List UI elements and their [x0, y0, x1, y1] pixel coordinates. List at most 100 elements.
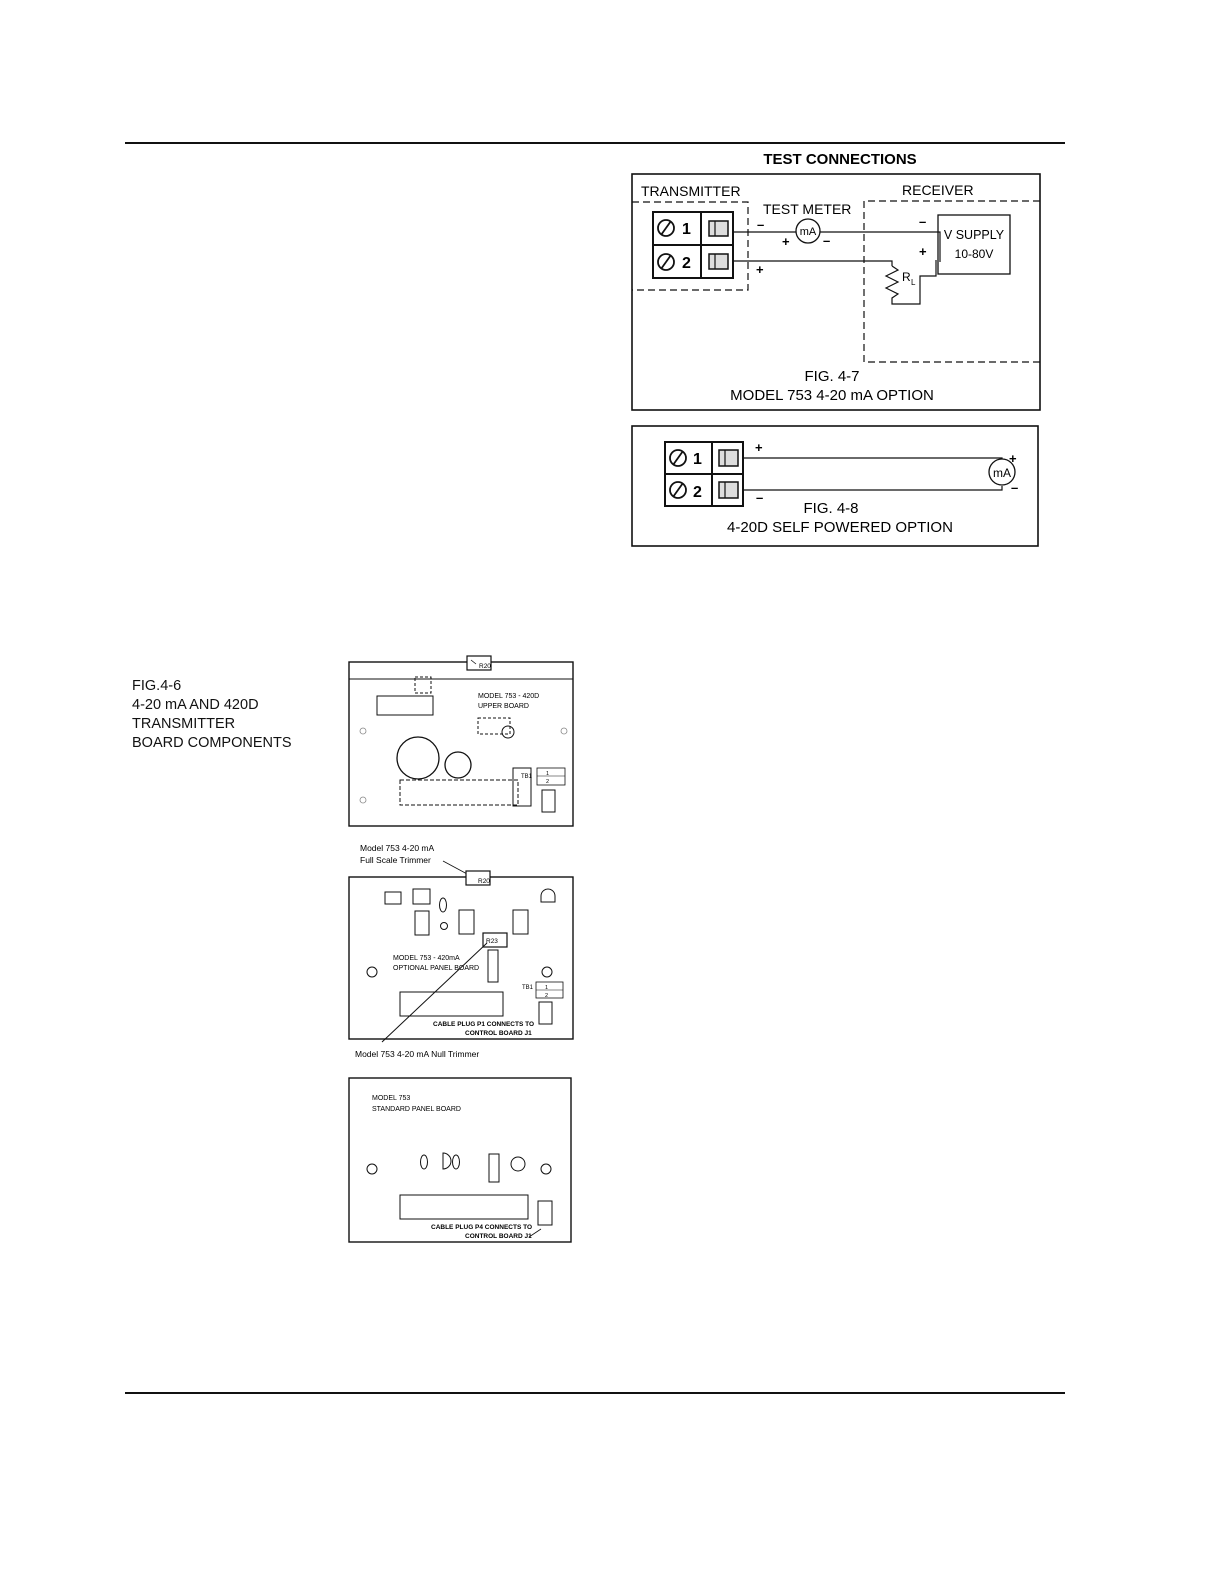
rl-label: R [902, 270, 911, 284]
fig-4-8-diagram: 1 2 mA + – + – FIG. 4-8 4-20D SELF POWER… [631, 425, 1039, 547]
opt-ic [512, 909, 529, 935]
opt-tb-label: TB1 [522, 985, 534, 991]
std-plug-arrow [528, 1228, 542, 1238]
upper-tb-2: 2 [546, 779, 549, 785]
upper-capacitor-large [396, 736, 440, 780]
receiver-boundary [863, 200, 1040, 363]
null-trimmer-arrow [381, 942, 488, 1043]
supply-minus: – [919, 214, 926, 229]
upper-board-label-1: MODEL 753 - 420D [478, 693, 539, 700]
terminal-1-label: 1 [682, 221, 691, 238]
upper-r20-label: R20 [479, 663, 491, 670]
wire-terminal-1 [733, 231, 941, 262]
fig-4-6-caption-line: 4-20 mA AND 420D [132, 697, 259, 713]
opt-plug-p1 [538, 1001, 553, 1025]
std-diode [452, 1154, 460, 1170]
standoff [540, 1163, 552, 1175]
standoff [366, 966, 378, 978]
upper-tb-1: 1 [546, 771, 549, 777]
rl-subscript: L [911, 278, 916, 287]
fig-4-8-meter-circle [988, 458, 1016, 486]
standoff [366, 1163, 378, 1175]
terminal-2-label: 2 [682, 255, 691, 272]
std-diode [420, 1154, 428, 1170]
fig-4-8-plus-right: + [1009, 451, 1017, 466]
test-meter-symbol: mA [800, 226, 817, 238]
r20-trimmer [466, 655, 492, 671]
opt-regulator [540, 888, 556, 903]
top-rule [125, 142, 1065, 144]
fig-4-7-frame [631, 173, 1041, 411]
upper-connector-dashed [399, 779, 519, 806]
transmitter-boundary [632, 201, 749, 291]
standoff [541, 966, 553, 978]
opt-resistor [487, 949, 499, 983]
fig-4-8-meter-symbol: mA [993, 466, 1011, 480]
upper-tb-housing [512, 767, 532, 807]
fig-4-8-number: FIG. 4-8 [803, 500, 858, 517]
std-component [442, 1152, 452, 1170]
transmitter-label: TRANSMITTER [641, 183, 741, 199]
standard-board-drawing: MODEL 753 STANDARD PANEL BOARD CABLE PLU… [348, 1077, 572, 1243]
wire-terminal-2 [733, 260, 893, 266]
full-scale-arrow [442, 860, 470, 876]
std-plug-p4 [537, 1200, 553, 1226]
transmitter-minus: – [757, 217, 764, 232]
upper-trimpot [501, 725, 515, 739]
mount-hole [359, 796, 367, 804]
test-meter-label: TEST METER [763, 201, 851, 217]
fig-4-8-minus-right: – [1011, 480, 1018, 495]
standard-board-label-2: STANDARD PANEL BOARD [372, 1106, 461, 1113]
optional-board-label-1: MODEL 753 - 420mA [393, 955, 460, 962]
fig-4-6-caption-line: FIG.4-6 [132, 678, 182, 694]
receiver-label: RECEIVER [902, 182, 974, 198]
test-meter-plus: + [782, 234, 790, 249]
r20-full-scale-trimmer [465, 870, 491, 886]
optional-board-drawing: Model 753 4-20 mA Full Scale Trimmer R20… [348, 843, 574, 1059]
opt-cable-note-2: CONTROL BOARD J1 [465, 1030, 532, 1037]
opt-connector-strip [399, 991, 504, 1017]
upper-plug [541, 789, 556, 813]
fig-4-8-frame [631, 425, 1039, 547]
fig-4-8-wire-2 [743, 486, 1003, 491]
v-supply-label: V SUPPLY [944, 228, 1005, 242]
opt-diode [439, 897, 447, 913]
upper-board-label-2: UPPER BOARD [478, 703, 529, 710]
mount-hole [560, 727, 568, 735]
opt-ic [458, 909, 475, 935]
std-led [510, 1156, 526, 1172]
transmitter-terminal-block [652, 211, 734, 279]
fig-4-8-title: 4-20D SELF POWERED OPTION [727, 519, 953, 536]
test-meter-circle [795, 218, 821, 244]
std-cable-note-1: CABLE PLUG P4 CONNECTS TO [431, 1224, 532, 1231]
bottom-rule [125, 1392, 1065, 1394]
opt-led [440, 922, 448, 930]
upper-ic [376, 695, 434, 716]
full-scale-callout-1: Model 753 4-20 mA [360, 843, 435, 853]
fig-4-6-caption-line: TRANSMITTER [132, 716, 236, 732]
transmitter-plus: + [756, 262, 764, 277]
test-meter-minus: – [823, 233, 830, 248]
fig-4-8-terminal-block [664, 441, 744, 507]
fig-4-8-minus-left: – [756, 490, 763, 505]
upper-tb-label: TB1 [521, 774, 533, 780]
r23-null-trimmer [482, 932, 508, 948]
standard-board-label-1: MODEL 753 [372, 1095, 410, 1102]
fig-4-6-caption: FIG.4-6 4-20 mA AND 420D TRANSMITTER BOA… [132, 677, 292, 753]
optional-r20-label: R20 [478, 878, 490, 885]
fig-4-7-title: MODEL 753 4-20 mA OPTION [730, 387, 934, 404]
std-resistor [488, 1153, 500, 1183]
std-connector-strip [399, 1194, 529, 1220]
full-scale-callout-2: Full Scale Trimmer [360, 855, 431, 865]
opt-cable-note-1: CABLE PLUG P1 CONNECTS TO [433, 1021, 534, 1028]
load-resistor-rl [884, 260, 937, 305]
optional-board-label-2: OPTIONAL PANEL BOARD [393, 965, 479, 972]
null-trimmer-callout: Model 753 4-20 mA Null Trimmer [355, 1049, 479, 1059]
upper-tb1-block [536, 767, 566, 786]
fig-4-8-plus-left: + [755, 440, 763, 455]
opt-ic [414, 910, 430, 936]
fig-4-7-diagram: TEST CONNECTIONS TRANSMITTER RECEIVER 1 … [631, 151, 1041, 411]
upper-component [414, 676, 432, 694]
opt-tb-2: 2 [545, 993, 548, 999]
optional-r23-label: R23 [486, 938, 498, 945]
